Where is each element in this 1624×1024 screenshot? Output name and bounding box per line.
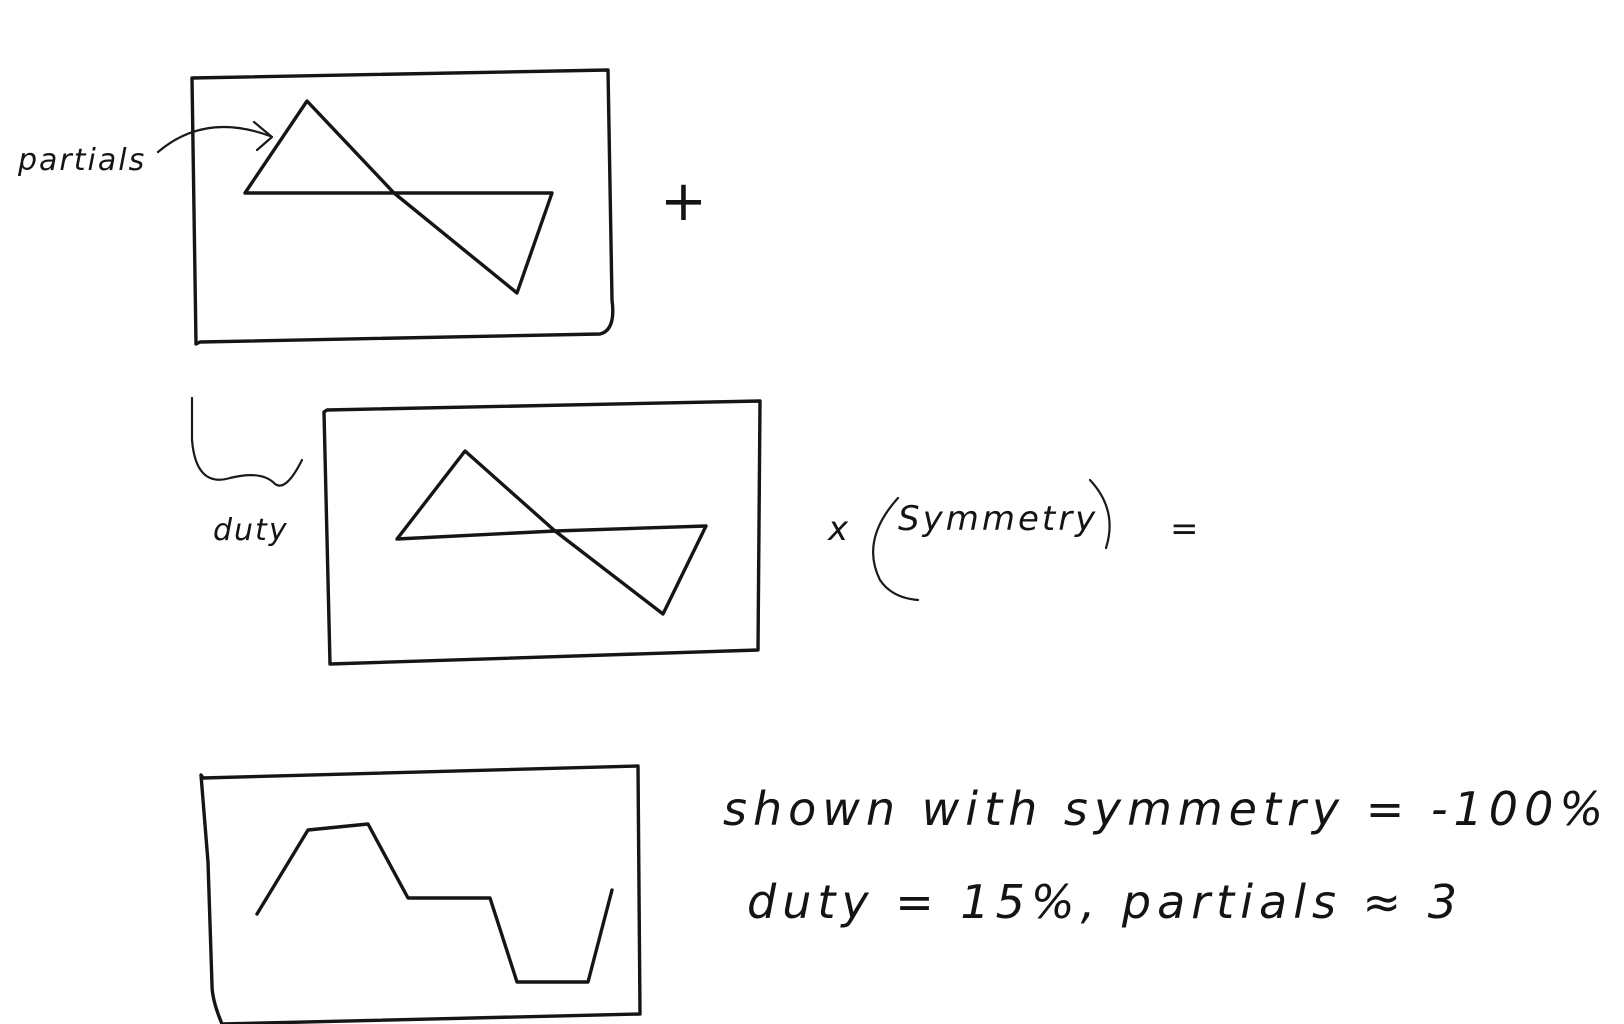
panel-top-frame xyxy=(190,68,615,346)
symmetry-paren-left xyxy=(872,496,920,602)
partials-label: partials xyxy=(17,143,146,178)
panel-result xyxy=(199,764,642,1024)
times-sign: x xyxy=(827,509,851,549)
panel-middle-waveform xyxy=(395,449,708,616)
panel-middle xyxy=(190,396,762,666)
partials-arrowhead xyxy=(252,120,274,152)
partials-arrow xyxy=(156,126,272,154)
symmetry-label: Symmetry xyxy=(898,499,1098,539)
panel-top-waveform xyxy=(243,99,554,295)
caption-line-2: duty = 15%, partials ≈ 3 xyxy=(747,875,1463,929)
caption-line-1: shown with symmetry = -100% xyxy=(723,782,1609,836)
duty-brace xyxy=(190,396,304,487)
panel-result-waveform xyxy=(255,822,614,984)
plus-sign: + xyxy=(660,169,707,234)
panel-middle-frame xyxy=(322,399,762,666)
panel-top xyxy=(156,68,615,346)
panel-result-frame xyxy=(199,764,642,1024)
symmetry-paren-right xyxy=(1088,478,1111,550)
equals-sign: = xyxy=(1170,509,1202,549)
duty-label: duty xyxy=(213,513,289,548)
